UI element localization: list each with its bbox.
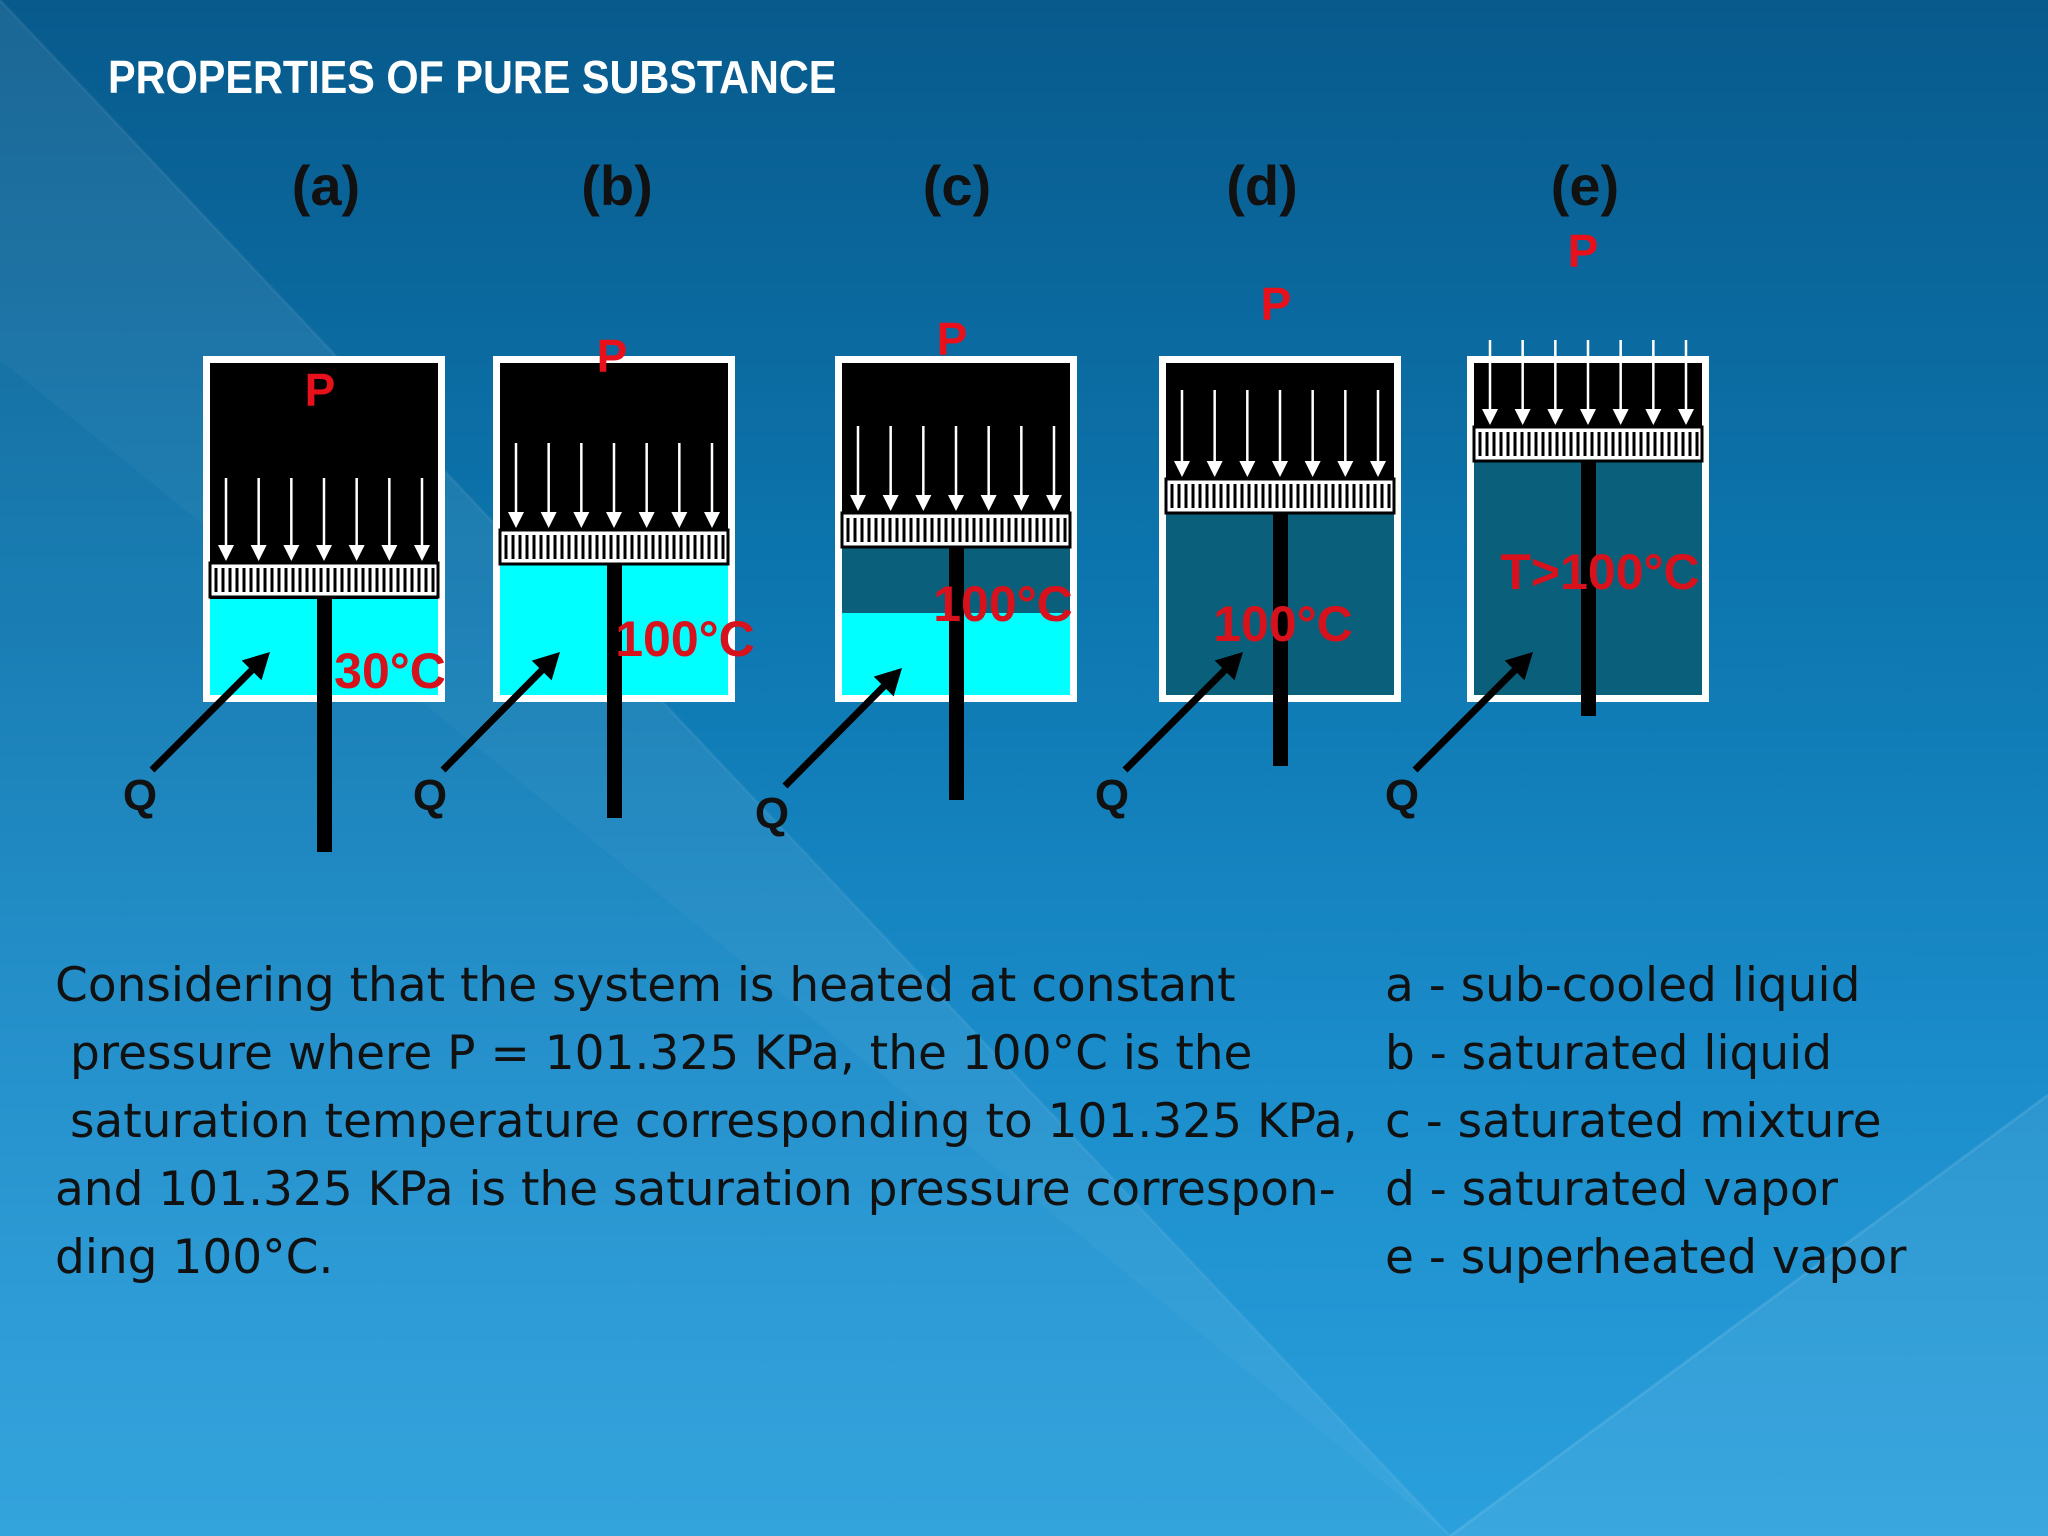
- panel-label: (a): [292, 154, 360, 217]
- pressure-label: P: [1568, 225, 1599, 277]
- heat-label: Q: [1095, 771, 1129, 820]
- pressure-label: P: [597, 330, 628, 382]
- temperature-label: T>100°C: [1500, 544, 1699, 600]
- legend-item: b - saturated liquid: [1385, 1026, 1833, 1081]
- pressure-arrows: [850, 426, 1062, 511]
- panel-a: (a) P 30°C Q: [123, 154, 446, 852]
- temperature-label: 100°C: [933, 576, 1073, 632]
- panel-label: (b): [581, 154, 653, 217]
- heat-label: Q: [413, 771, 447, 820]
- heat-arrow: [1412, 652, 1533, 773]
- piston: [840, 511, 1072, 549]
- heat-arrow: [1122, 652, 1243, 773]
- legend-item: d - saturated vapor: [1385, 1162, 1838, 1217]
- piston-rod: [1273, 513, 1288, 766]
- panel-label: (c): [923, 154, 991, 217]
- panel-e: (e) P T>100°C Q: [1385, 154, 1709, 820]
- description-line: ding 100°C.: [55, 1230, 334, 1285]
- heat-arrow: [782, 668, 902, 789]
- pressure-arrows: [218, 478, 430, 561]
- panel-c: (c) P 100°C Q: [755, 154, 1077, 838]
- pressure-label: P: [1261, 278, 1292, 330]
- panel-d: (d) P 100°C Q: [1095, 154, 1401, 820]
- heat-label: Q: [1385, 771, 1419, 820]
- pressure-arrows: [1174, 390, 1386, 477]
- legend-item: a - sub-cooled liquid: [1385, 958, 1861, 1013]
- state-legend: a - sub-cooled liquid b - saturated liqu…: [1385, 952, 1906, 1292]
- pressure-arrows: [1482, 340, 1694, 425]
- piston: [1472, 425, 1704, 463]
- pressure-label: P: [305, 364, 336, 416]
- pressure-arrows: [508, 443, 720, 528]
- panel-label: (d): [1226, 154, 1298, 217]
- heat-label: Q: [755, 789, 789, 838]
- temperature-label: 100°C: [615, 611, 755, 667]
- piston-rod: [949, 547, 964, 800]
- piston-rod: [317, 597, 332, 852]
- temperature-label: 30°C: [334, 643, 446, 699]
- panel-b: (b) P 100°C Q: [413, 154, 755, 820]
- slide-title: PROPERTIES OF PURE SUBSTANCE: [108, 51, 837, 103]
- piston: [1164, 477, 1396, 515]
- pressure-label: P: [937, 313, 968, 365]
- piston-rod: [607, 564, 622, 818]
- description-line: pressure where P = 101.325 KPa, the 100°…: [55, 1026, 1253, 1081]
- description-line: and 101.325 KPa is the saturation pressu…: [55, 1162, 1336, 1217]
- panel-label: (e): [1551, 154, 1619, 217]
- heat-label: Q: [123, 771, 157, 820]
- description-line: saturation temperature corresponding to …: [55, 1094, 1358, 1149]
- piston: [208, 561, 440, 599]
- piston: [498, 528, 730, 566]
- description-text: Considering that the system is heated at…: [55, 952, 1358, 1292]
- description-line: Considering that the system is heated at…: [55, 958, 1236, 1013]
- heat-arrow: [149, 652, 270, 773]
- heat-arrow: [440, 652, 560, 773]
- legend-item: e - superheated vapor: [1385, 1230, 1907, 1285]
- piston-rod: [1581, 461, 1596, 716]
- legend-item: c - saturated mixture: [1385, 1094, 1882, 1149]
- temperature-label: 100°C: [1213, 596, 1353, 652]
